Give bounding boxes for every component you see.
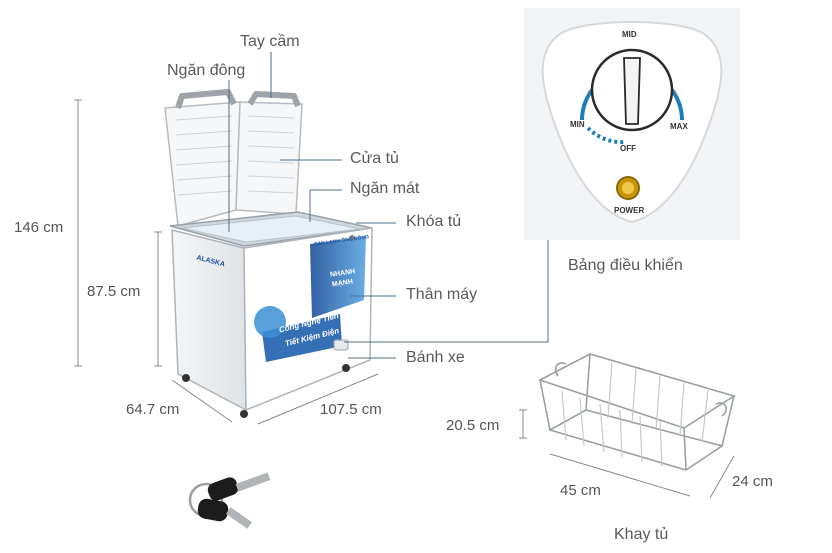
- label-body: Thân máy: [406, 286, 478, 303]
- freezer-handle-left: [175, 89, 237, 109]
- dim-depth: 64.7 cm: [126, 401, 180, 418]
- label-handle: Tay cầm: [240, 33, 300, 50]
- leader-lines: [228, 52, 549, 359]
- label-freezer-compartment: Ngăn đông: [167, 62, 246, 79]
- wheel-icon: [182, 374, 190, 382]
- dim-basket-length: 45 cm: [560, 482, 601, 499]
- label-cooler-compartment: Ngăn mát: [350, 180, 420, 197]
- wire-basket: [537, 353, 736, 471]
- freezer: [164, 89, 373, 418]
- freezer-lid-right: [235, 101, 303, 215]
- label-basket: Khay tủ: [614, 526, 669, 543]
- power-label: POWER: [614, 206, 645, 215]
- control-panel: MID MIN MAX OFF POWER: [524, 8, 740, 240]
- keys-icon: [188, 472, 271, 529]
- dim-basket-height: 20.5 cm: [446, 417, 500, 434]
- lock-icon: [349, 235, 355, 241]
- dim-height-body: 87.5 cm: [87, 283, 141, 300]
- label-wheel: Bánh xe: [406, 349, 465, 366]
- label-control-panel: Bảng điều khiển: [568, 257, 683, 274]
- dial-off-label: OFF: [620, 144, 636, 153]
- dim-height-open: 146 cm: [14, 219, 64, 236]
- label-lock: Khóa tủ: [406, 213, 462, 230]
- dim-width: 107.5 cm: [320, 401, 382, 418]
- dial-min-label: MIN: [570, 120, 585, 129]
- dial-max-label: MAX: [670, 122, 688, 131]
- dimension-lines: [74, 99, 735, 499]
- freezer-handle-right: [247, 91, 301, 108]
- dial-mid-label: MID: [622, 30, 637, 39]
- control-panel-graphic: [541, 21, 723, 224]
- label-door: Cửa tủ: [350, 150, 399, 167]
- dim-basket-width: 24 cm: [732, 473, 773, 490]
